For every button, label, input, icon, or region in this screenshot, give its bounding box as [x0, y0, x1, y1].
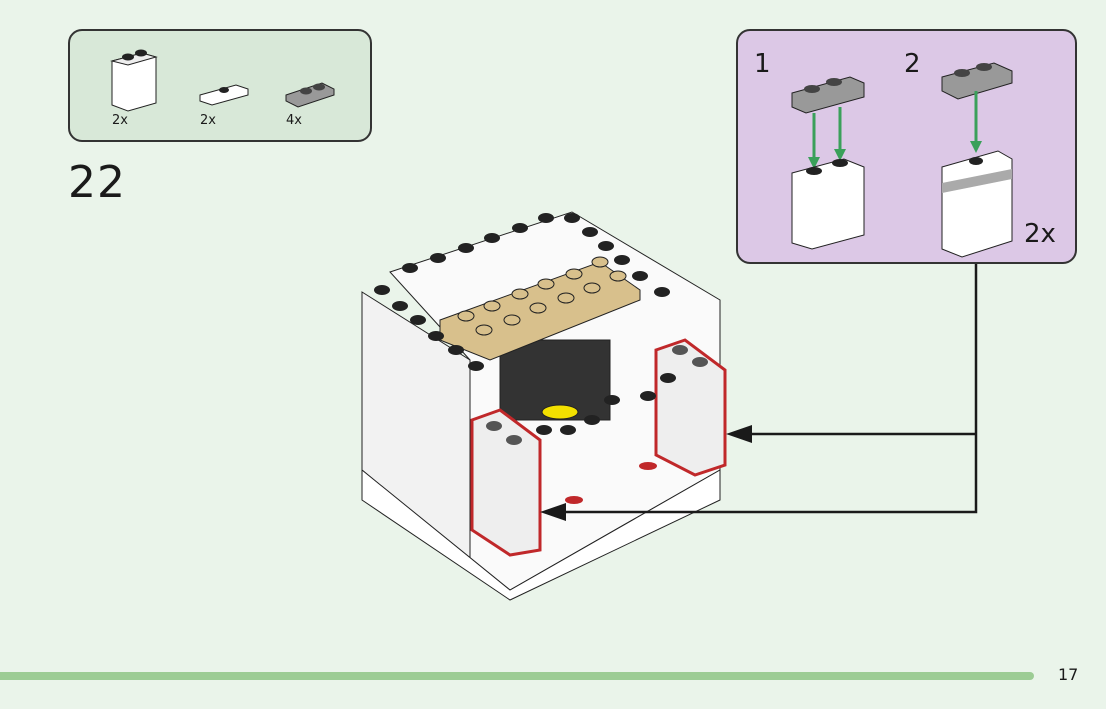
sub-step-label: 2: [904, 49, 921, 79]
highlight-left-column: [470, 408, 542, 557]
page-number: 17: [1058, 665, 1079, 684]
sub-step-label: 1: [754, 49, 771, 79]
part-brick-white: [110, 49, 158, 112]
part-quantity: 4x: [286, 113, 302, 128]
arrow-head-icon: [540, 503, 566, 521]
model-base: [361, 468, 721, 601]
sub-step-2-illustration: [941, 62, 1013, 258]
sub-step-1-illustration: [791, 76, 865, 250]
sub-assembly-multiplier: 2x: [1024, 219, 1056, 249]
step-number: 22: [68, 157, 126, 208]
part-quantity: 2x: [200, 113, 216, 128]
highlight-right-column: [654, 338, 727, 477]
sub-assembly-callout: 1 2 2x: [736, 29, 1077, 264]
footer-progress-bar: [0, 672, 1034, 680]
part-jumper-plate-white: [199, 84, 249, 106]
part-quantity: 2x: [112, 113, 128, 128]
arrow-head-icon: [726, 425, 752, 443]
part-plate-grey: [285, 82, 335, 108]
callout-connector-line: [548, 264, 978, 514]
parts-list-box: 2x 2x 4x: [68, 29, 372, 142]
